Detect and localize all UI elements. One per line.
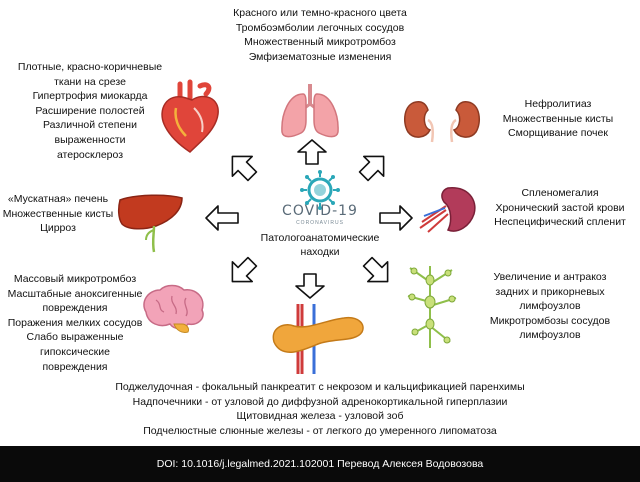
lungs-icon [281, 84, 339, 138]
spleen-line-1: Спленомегалия [521, 187, 599, 199]
heart-line-3: Гипертрофия миокарда [32, 90, 148, 103]
arrow-up-icon [297, 139, 327, 165]
center-label-line-1: Патологоанатомические [260, 232, 380, 244]
brain-line-4: Поражения мелких сосудов [7, 316, 143, 329]
liver-line-2: Множественные кисты [2, 207, 114, 220]
heart-line-4: Расширение полостей [35, 104, 145, 117]
spleen-findings: Спленомегалия Хронический застой крови Н… [484, 186, 636, 230]
lymph-line-1: Увеличение и антракоз [493, 271, 607, 283]
heart-line-1: Плотные, красно-коричневые [17, 61, 163, 73]
spleen-line-3: Неспецифический спленит [494, 216, 626, 229]
spleen-line-2: Хронический застой крови [495, 201, 625, 214]
lymph-line-3: лимфоузлов [519, 300, 581, 313]
center-label-line-2: находки [300, 246, 340, 258]
other-organs-findings: Поджелудочная - фокальный панкреатит с н… [60, 380, 580, 438]
brain-line-7: повреждения [42, 360, 108, 373]
pancreas-line: Поджелудочная - фокальный панкреатит с н… [115, 381, 525, 393]
lungs-line-4: Эмфизематозные изменения [248, 50, 392, 63]
arrow-right-icon [379, 205, 413, 231]
arrow-up-left-icon [231, 155, 258, 182]
kidneys-line-2: Множественные кисты [502, 112, 614, 125]
brain-icon [143, 284, 204, 333]
brain-line-5: Слабо выраженные [26, 331, 124, 344]
lymph-line-4: Микротромбозы сосудов [489, 314, 611, 327]
arrow-up-right-icon [358, 155, 385, 182]
heart-line-6: выраженности [54, 133, 126, 146]
kidneys-findings: Нефролитиаз Множественные кисты Сморщива… [488, 97, 628, 141]
brain-line-3: повреждения [42, 302, 108, 315]
covid-logo-text: COVID-19 [282, 203, 358, 219]
thyroid-line: Щитовидная железа - узловой зоб [236, 410, 404, 423]
arrow-left-icon [205, 205, 239, 231]
lungs-line-3: Множественный микротромбоз [244, 36, 396, 49]
pancreas-icon [272, 304, 364, 374]
lungs-findings: Красного или темно-красного цвета Тромбо… [180, 6, 460, 64]
lymph-line-5: лимфоузлов [519, 329, 581, 342]
virus-icon [300, 170, 340, 210]
liver-line-3: Цирроз [40, 222, 76, 235]
covid-logo-subtext: CORONAVIRUS [296, 220, 344, 226]
arrow-down-right-icon [362, 256, 389, 283]
adrenal-line: Надпочечники - от узловой до диффузной а… [132, 395, 508, 408]
lungs-line-1: Красного или темно-красного цвета [233, 7, 407, 19]
heart-line-5: Различной степени [43, 119, 137, 132]
footer-credit: DOI: 10.1016/j.legalmed.2021.102001 Пере… [0, 446, 640, 482]
lymph-findings: Увеличение и антракоз задних и прикорнев… [462, 270, 638, 343]
covid-center: COVID-19 CORONAVIRUS Патологоанатомическ… [240, 168, 400, 278]
kidneys-line-3: Сморщивание почек [508, 127, 608, 140]
kidneys-line-1: Нефролитиаз [524, 98, 592, 110]
lymph-nodes-icon [407, 266, 457, 348]
brain-findings: Массовый микротромбоз Масштабные аноксиг… [2, 272, 148, 374]
brain-line-1: Массовый микротромбоз [13, 273, 137, 285]
brain-line-6: гипоксические [40, 345, 110, 358]
salivary-line: Подчелюстные слюнные железы - от легкого… [143, 424, 497, 437]
arrow-down-icon [295, 273, 325, 299]
liver-icon [117, 194, 183, 253]
heart-line-7: атеросклероз [56, 148, 124, 161]
heart-icon [161, 79, 219, 153]
spleen-icon [419, 187, 476, 233]
liver-line-1: «Мускатная» печень [7, 193, 109, 205]
lymph-line-2: задних и прикорневых [495, 285, 605, 298]
brain-line-2: Масштабные аноксигенные [7, 287, 143, 300]
heart-findings: Плотные, красно-коричневые ткани на срез… [6, 60, 174, 162]
kidneys-icon [403, 101, 481, 143]
arrow-down-left-icon [231, 256, 258, 283]
liver-findings: «Мускатная» печень Множественные кисты Ц… [2, 192, 114, 236]
lungs-line-2: Тромбоэмболии легочных сосудов [235, 21, 405, 34]
heart-line-2: ткани на срезе [54, 75, 126, 88]
